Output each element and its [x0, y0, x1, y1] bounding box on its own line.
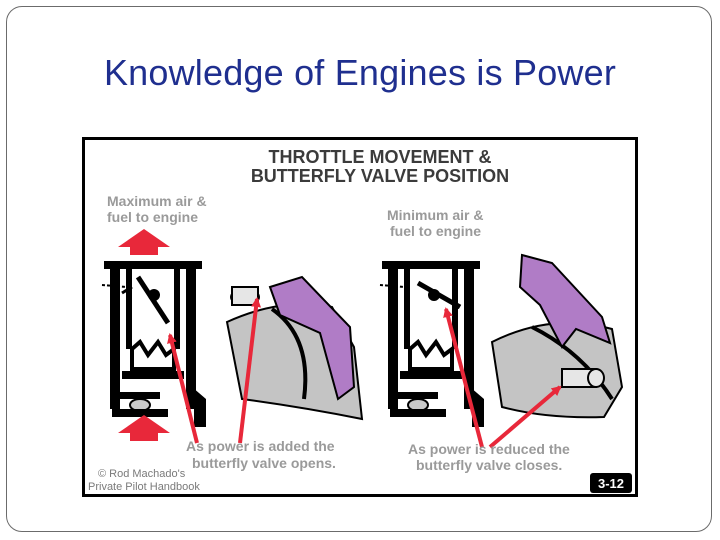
- right-top-label-line2: fuel to engine: [390, 223, 481, 239]
- left-caption-line2: butterfly valve opens.: [192, 455, 336, 471]
- right-caption-line2: butterfly valve closes.: [416, 457, 562, 473]
- left-top-label-line2: fuel to engine: [107, 209, 198, 225]
- right-top-label-line1: Minimum air &: [387, 207, 483, 223]
- credit-line2: Private Pilot Handbook: [88, 481, 200, 493]
- credit-line1: © Rod Machado's: [98, 468, 186, 480]
- figure-heading-line1: THROTTLE MOVEMENT &: [269, 147, 492, 167]
- left-top-label-line1: Maximum air &: [107, 193, 207, 209]
- throttle-diagram: THROTTLE MOVEMENT & BUTTERFLY VALVE POSI…: [82, 137, 638, 497]
- slide-title: Knowledge of Engines is Power: [0, 52, 720, 94]
- figure-heading-line2: BUTTERFLY VALVE POSITION: [251, 166, 509, 186]
- left-caption-line1: As power is added the: [186, 438, 335, 454]
- figure-number: 3-12: [598, 476, 624, 491]
- right-caption-line1: As power is reduced the: [408, 441, 570, 457]
